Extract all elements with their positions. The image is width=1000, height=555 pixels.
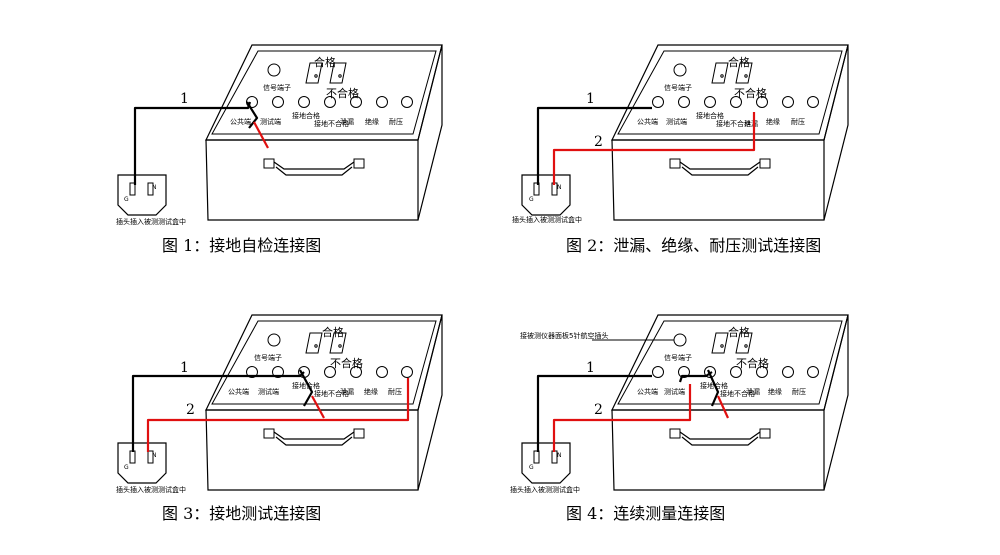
wire-1-clip (299, 369, 314, 407)
wire-1-clip (246, 101, 259, 129)
terminal-insulation-label: 绝缘 (768, 387, 782, 396)
terminal-common-label: 公共端 (637, 387, 658, 396)
fail-label: 不合格 (736, 356, 769, 370)
wire-2-red (146, 378, 410, 452)
fail-label: 不合格 (734, 86, 767, 100)
plug-pin-n: N (152, 452, 157, 459)
plug-pin-n: N (557, 452, 562, 459)
signal-terminal-label: 信号端子 (254, 353, 282, 362)
terminal-insulation-label: 绝缘 (766, 117, 780, 126)
caption-2: 图 2：泄漏、绝缘、耐压测试连接图 (566, 236, 821, 255)
signal-terminal-label: 信号端子 (664, 353, 692, 362)
plug-pin-n: N (152, 184, 157, 191)
plug-pin-g: G (529, 464, 534, 471)
pass-label: 合格 (728, 55, 750, 69)
caption-1: 图 1：接地自检连接图 (162, 236, 321, 255)
wire-1-number: 1 (586, 91, 595, 107)
plug-note: 插头插入被测测试盒中 (512, 215, 582, 224)
wire-2-red (253, 121, 269, 149)
mains-plug (117, 174, 167, 216)
terminal-withstand-label: 耐压 (389, 117, 403, 126)
wire-1-black (536, 106, 652, 185)
fail-label: 不合格 (330, 356, 363, 370)
terminal-ground-pass-label: 接地合格 (292, 111, 320, 120)
terminal-withstand-label: 耐压 (791, 117, 805, 126)
diagram-4: 合格 不合格 信号端子 公共端 测试端 接地合格 接地不合格 泄漏 绝缘 耐压 … (510, 314, 849, 523)
plug-pin-n: N (557, 184, 562, 191)
pass-label: 合格 (322, 325, 344, 339)
tester-device (611, 44, 849, 221)
terminal-common-label: 公共端 (228, 387, 249, 396)
pass-label: 合格 (728, 325, 750, 339)
wire-1-clip (706, 369, 720, 407)
terminal-ground-pass-label: 接地合格 (696, 111, 724, 120)
plug-note: 插头插入被测测试盒中 (116, 217, 186, 226)
caption-4: 图 4：连续测量连接图 (566, 504, 725, 523)
diagram-3: 合格 不合格 信号端子 公共端 测试端 接地合格 接地不合格 泄漏 绝缘 耐压 … (116, 314, 443, 523)
plug-note: 插头插入被测测试盒中 (116, 485, 186, 494)
terminal-test-label: 测试端 (666, 117, 687, 126)
terminal-test-label: 测试端 (260, 117, 281, 126)
signal-terminal-label: 信号端子 (263, 83, 291, 92)
plug-pin-g: G (124, 464, 129, 471)
aviation-plug-note: 接被测仪器面板5针航空插头 (520, 331, 608, 340)
tester-device (611, 314, 849, 491)
terminal-leak-label: 泄漏 (340, 387, 354, 396)
wire-1-black (536, 374, 652, 452)
terminal-test-label: 测试端 (664, 387, 685, 396)
plug-note: 插头插入被测测试盒中 (510, 485, 580, 494)
wire-2-red-branch (716, 395, 730, 419)
terminal-ground-fail-label: 接地不合格 (314, 389, 349, 398)
wire-1-black (133, 101, 252, 185)
tester-device (205, 314, 443, 491)
wire-2-red (552, 112, 756, 185)
wire-2-number: 2 (594, 402, 603, 418)
tester-device (205, 44, 443, 221)
terminal-test-label: 测试端 (258, 387, 279, 396)
terminal-insulation-label: 绝缘 (365, 117, 379, 126)
plug-pin-g: G (124, 196, 129, 203)
terminal-ground-fail-label: 接地不合格 (716, 119, 751, 128)
terminal-insulation-label: 绝缘 (364, 387, 378, 396)
mains-plug (521, 174, 571, 216)
wire-1-number: 1 (180, 360, 189, 376)
terminal-common-label: 公共端 (230, 117, 251, 126)
caption-3: 图 3：接地测试连接图 (162, 504, 321, 523)
mains-plug (521, 442, 571, 484)
wire-2-number: 2 (594, 134, 603, 150)
terminal-leak-label: 泄漏 (744, 119, 758, 128)
terminal-ground-fail-label: 接地不合格 (314, 119, 349, 128)
signal-terminal-label: 信号端子 (664, 83, 692, 92)
wire-2-number: 2 (186, 402, 195, 418)
fail-label: 不合格 (326, 86, 359, 100)
wire-1-number: 1 (586, 360, 595, 376)
terminal-leak-label: 泄漏 (746, 387, 760, 396)
diagram-2: 合格 不合格 信号端子 公共端 测试端 接地合格 接地不合格 泄漏 绝缘 耐压 … (512, 44, 849, 255)
wire-1-number: 1 (180, 91, 189, 107)
terminal-withstand-label: 耐压 (388, 387, 402, 396)
terminal-common-label: 公共端 (637, 117, 658, 126)
wire-2-red-branch (311, 395, 325, 419)
terminal-withstand-label: 耐压 (792, 387, 806, 396)
wire-2-red (552, 384, 692, 452)
plug-pin-g: G (529, 196, 534, 203)
terminal-ground-pass-label: 接地合格 (292, 381, 320, 390)
terminal-leak-label: 泄漏 (340, 117, 354, 126)
diagram-1: 合格 不合格 信号端子 公共端 测试端 接地合格 接地不合格 泄漏 绝缘 耐压 … (116, 44, 443, 255)
mains-plug (117, 442, 167, 484)
pass-label: 合格 (314, 55, 336, 69)
terminal-ground-fail-label: 接地不合格 (720, 389, 755, 398)
